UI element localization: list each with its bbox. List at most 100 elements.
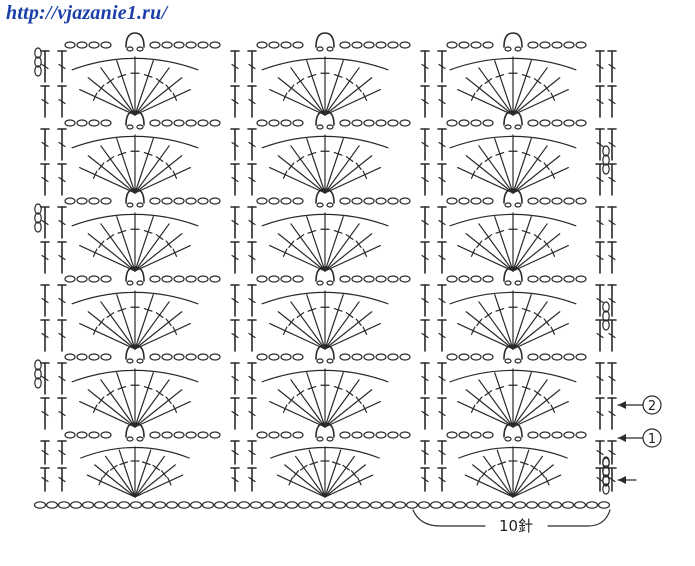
chain-stitch: [64, 197, 76, 205]
start-arrowhead: [618, 476, 626, 484]
chain-row-segment: [149, 119, 221, 127]
fan-stitch: [457, 401, 514, 428]
dc-cross-bar: [421, 254, 429, 261]
chain-row-segment: [446, 275, 494, 283]
chain-stitch: [209, 41, 221, 49]
picot-chain: [316, 124, 324, 130]
chain-stitch: [173, 353, 185, 361]
foundation-chain-stitch: [549, 501, 563, 509]
site-url-label[interactable]: http://vjazanie1.ru/: [6, 2, 168, 24]
picot-loop: [503, 422, 523, 438]
fan-stitch-bar: [309, 461, 319, 466]
fan-stitch: [277, 311, 326, 350]
fan-stitch: [512, 464, 554, 498]
fan-stitch: [512, 311, 561, 350]
chain-stitch: [173, 431, 185, 439]
picot-chain: [136, 46, 144, 52]
dc-cross-bar: [421, 297, 429, 304]
dc-cross-bar: [421, 476, 429, 483]
fan-stitch-bar: [533, 156, 542, 162]
row-marker-2-arrowhead: [618, 401, 626, 409]
fan-stitch: [512, 216, 532, 272]
chain-stitch: [173, 275, 185, 283]
fan-stitch-bar: [495, 230, 505, 234]
foundation-chain-stitch: [273, 501, 287, 509]
fan-stitch: [465, 389, 514, 428]
fan-stitch: [134, 323, 191, 350]
fan-stitch-bar: [342, 464, 351, 471]
dc-cross-bar: [58, 176, 66, 183]
fan-stitch-bar: [92, 404, 98, 413]
foundation-chain-stitch: [501, 501, 515, 509]
chain-stitch: [209, 275, 221, 283]
chain-stitch: [64, 353, 76, 361]
chain-stitch: [539, 197, 551, 205]
fan-stitch-bar: [476, 318, 483, 326]
fan-stitch: [79, 401, 136, 428]
fan-stitch: [478, 301, 514, 350]
chain-stitch: [268, 197, 280, 205]
fan-stitch: [100, 145, 136, 194]
picot-chain: [326, 124, 334, 130]
chain-stitch: [470, 353, 482, 361]
turning-chain-stitch: [602, 483, 610, 495]
chain-stitch: [527, 431, 539, 439]
foundation-chain-stitch: [465, 501, 479, 509]
dc-cross-bar: [421, 332, 429, 339]
fan-stitch: [512, 67, 548, 116]
fan-stitch-bar: [143, 308, 153, 312]
chain-stitch: [161, 197, 173, 205]
fan-stitch: [324, 455, 356, 498]
chain-stitch: [161, 275, 173, 283]
chain-stitch: [100, 119, 112, 127]
fan-stitch: [324, 401, 381, 428]
chain-stitch: [482, 41, 494, 49]
chain-row-segment: [64, 197, 112, 205]
picot-chain: [126, 436, 134, 442]
picot-loop: [315, 422, 335, 438]
row-marker-2: 2: [617, 395, 662, 415]
chain-stitch: [197, 41, 209, 49]
chain-stitch: [161, 353, 173, 361]
dc-cross-bar: [58, 63, 66, 70]
foundation-chain-stitch: [261, 501, 275, 509]
fan-stitch-bar: [282, 170, 288, 179]
fan-stitch-bar: [155, 312, 164, 318]
chain-stitch: [149, 275, 161, 283]
fan-stitch-bar: [288, 396, 295, 404]
fan-arc: [449, 135, 577, 149]
picot-loop: [315, 110, 335, 126]
picot-loop: [503, 344, 523, 360]
fan-stitch: [512, 60, 532, 116]
turning-chain-right: [602, 457, 610, 487]
fan-stitch: [512, 449, 530, 498]
fan-stitch: [512, 379, 548, 428]
chain-stitch: [339, 197, 351, 205]
fan-stitch-bar: [345, 312, 354, 318]
dc-cross-bar: [596, 176, 604, 183]
fan-arc: [261, 369, 389, 383]
foundation-chain-stitch: [177, 501, 191, 509]
picot-chain: [504, 202, 512, 208]
dc-cross-bar: [58, 219, 66, 226]
dc-cross-bar: [421, 141, 429, 148]
dc-cross-bar: [596, 219, 604, 226]
fan-stitch-bar: [476, 477, 481, 486]
fan-stitch: [134, 60, 154, 116]
dc-cross-bar: [421, 176, 429, 183]
dc-cross-bar: [58, 449, 66, 456]
fan-stitch: [324, 372, 344, 428]
foundation-chain-stitch: [297, 501, 311, 509]
fan-motif: [449, 56, 577, 116]
chain-stitch: [185, 119, 197, 127]
fan-stitch: [269, 323, 326, 350]
dc-cross-bar: [596, 297, 604, 304]
dc-cross-bar: [231, 449, 239, 456]
dc-cross-bar: [248, 410, 256, 417]
fan-arc: [261, 135, 389, 149]
chain-stitch: [149, 353, 161, 361]
fan-stitch-bar: [117, 152, 127, 156]
chain-stitch: [363, 431, 375, 439]
chain-row-segment: [527, 353, 587, 361]
chain-stitch: [387, 353, 399, 361]
